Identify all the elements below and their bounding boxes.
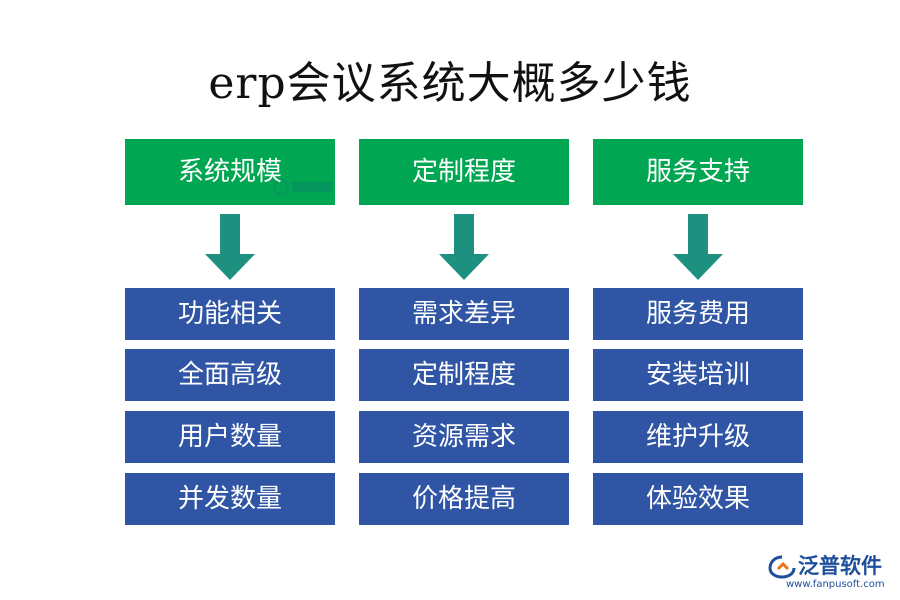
list-item: 并发数量 (125, 473, 335, 525)
list-item: 体验效果 (593, 473, 803, 525)
down-arrow-icon (439, 214, 489, 280)
list-item: 定制程度 (359, 349, 569, 401)
list-item: 资源需求 (359, 411, 569, 463)
watermark-logo (273, 179, 332, 195)
list-item: 价格提高 (359, 473, 569, 525)
column-header: 系统规模 (125, 139, 335, 205)
list-item: 需求差异 (359, 288, 569, 340)
down-arrow-icon (673, 214, 723, 280)
list-item: 服务费用 (593, 288, 803, 340)
list-item: 用户数量 (125, 411, 335, 463)
list-item: 安装培训 (593, 349, 803, 401)
logo-url: www.fanpusoft.com (786, 579, 885, 590)
fanpu-logo-icon (768, 555, 796, 579)
logo-name: 泛普软件 (798, 554, 882, 578)
column-header: 服务支持 (593, 139, 803, 205)
brand-logo: 泛普软件 www.fanpusoft.com (768, 553, 894, 595)
list-item: 维护升级 (593, 411, 803, 463)
down-arrow-icon (205, 214, 255, 280)
list-item: 功能相关 (125, 288, 335, 340)
list-item: 全面高级 (125, 349, 335, 401)
column-header: 定制程度 (359, 139, 569, 205)
diagram-title: erp会议系统大概多少钱 (208, 58, 692, 109)
